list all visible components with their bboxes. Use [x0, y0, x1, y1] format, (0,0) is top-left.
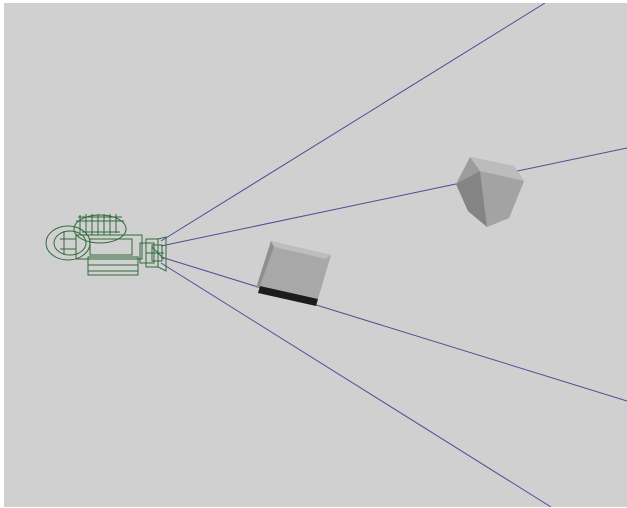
cube-near-top-face	[271, 241, 331, 259]
cube-far-top-face	[470, 157, 524, 181]
frustum-line-upper-right	[160, 147, 627, 247]
cube-near-side-face	[256, 241, 274, 288]
cube-near-bottom-shadow	[258, 286, 318, 306]
cube-object-far[interactable]	[456, 157, 524, 227]
viewport-canvas[interactable]	[4, 3, 627, 507]
frustum-line-lower-right	[160, 256, 627, 402]
cube-far-left-face	[456, 171, 487, 227]
camera-wireframe-icon[interactable]	[45, 214, 167, 276]
3d-viewport[interactable]	[4, 3, 627, 507]
frustum-line-bottom	[160, 262, 552, 507]
camera-frustum	[160, 3, 627, 507]
cube-far-right-face	[480, 171, 524, 227]
cube-object-near[interactable]	[256, 241, 331, 306]
frustum-line-top	[160, 3, 546, 242]
